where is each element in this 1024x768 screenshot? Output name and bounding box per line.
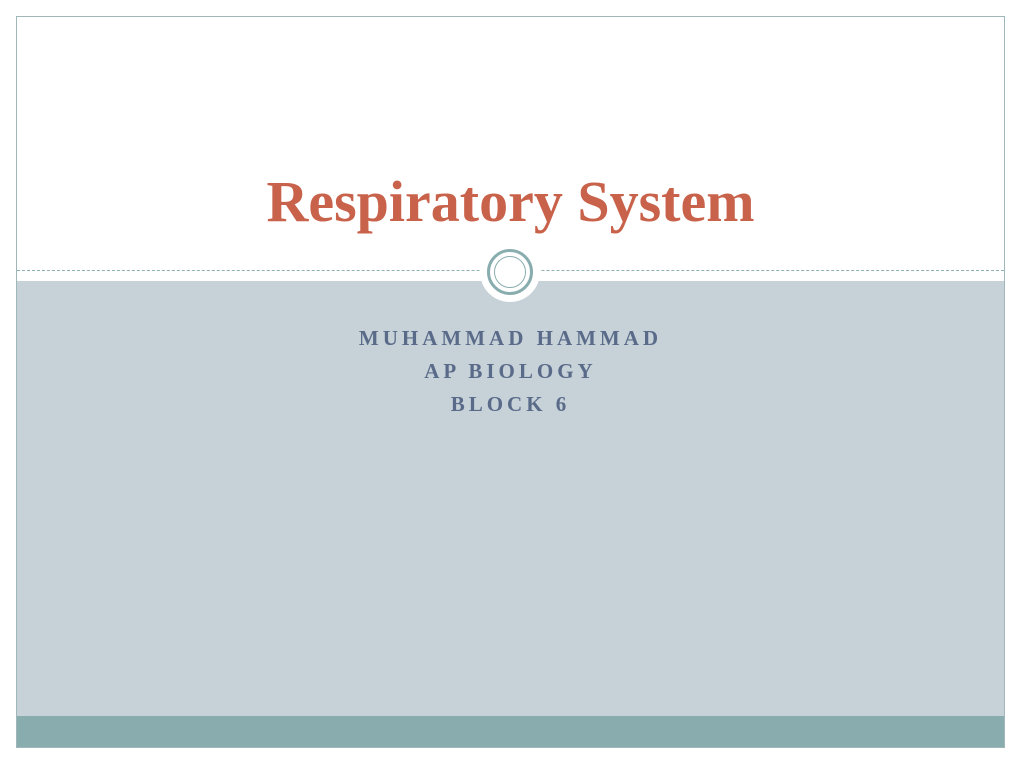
ornament-outer-ring xyxy=(487,249,533,295)
subtitle-panel xyxy=(17,281,1004,716)
ornament-inner-ring xyxy=(494,256,526,288)
circle-ornament-icon xyxy=(480,242,540,302)
slide-title: Respiratory System xyxy=(266,169,755,234)
subtitle-author: MUHAMMAD HAMMAD xyxy=(358,326,663,350)
footer-bar xyxy=(17,716,1004,747)
slide: Respiratory System MUHAMMAD HAMMAD AP BI… xyxy=(16,16,1005,748)
subtitle-block: BLOCK 6 xyxy=(450,392,571,416)
title-area: Respiratory System xyxy=(17,17,1004,271)
subtitle-course: AP BIOLOGY xyxy=(424,359,597,383)
slide-subtitle: MUHAMMAD HAMMAD AP BIOLOGY BLOCK 6 xyxy=(17,322,1004,421)
